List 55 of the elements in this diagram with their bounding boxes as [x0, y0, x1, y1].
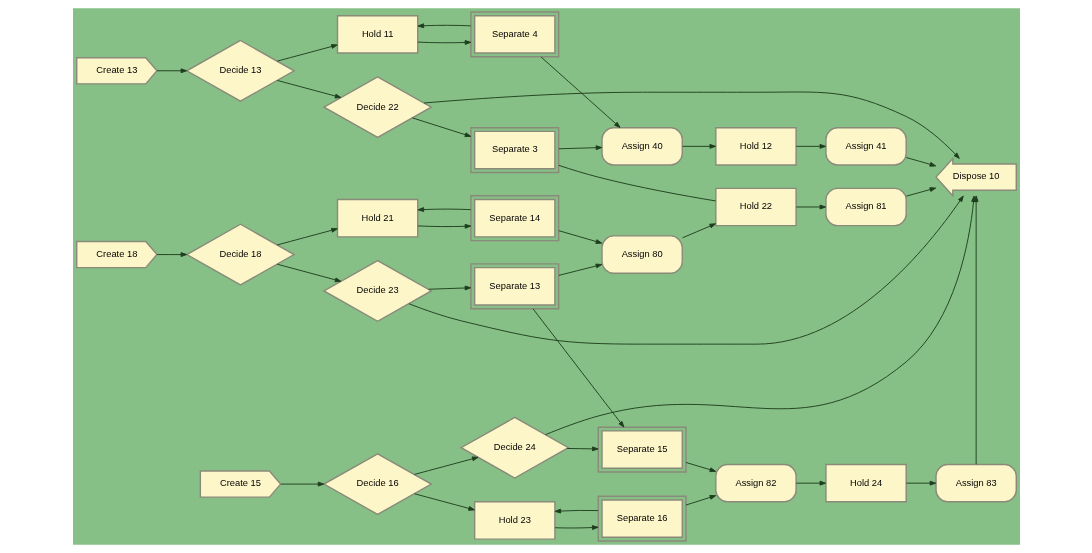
node-box: Hold 22 [714, 187, 797, 227]
arrow [905, 480, 936, 486]
arrow [795, 480, 826, 486]
node-diamond: Decide 18 [184, 223, 296, 286]
arrow [427, 285, 471, 291]
node-box: Hold 11 [336, 15, 418, 54]
connector [557, 164, 716, 202]
arrow [685, 495, 716, 506]
arrow [685, 462, 716, 473]
node-box: Assign 81 [824, 187, 907, 227]
node-diamond: Decide 22 [322, 76, 433, 139]
node-box: Hold 23 [473, 501, 556, 540]
arrow [413, 456, 478, 475]
arrow [557, 263, 602, 276]
node-box: Hold 24 [824, 463, 907, 503]
arrow [554, 508, 599, 514]
arrow [276, 44, 338, 62]
arrow [566, 446, 599, 452]
arrow [905, 157, 936, 167]
node-box: Assign 83 [934, 463, 1017, 503]
node-diamond: Decide 13 [184, 39, 296, 102]
arrow [540, 56, 620, 128]
node-box: Assign 41 [824, 127, 907, 166]
arrow [413, 493, 475, 511]
arrow [423, 91, 960, 159]
arrow [905, 187, 936, 197]
node-diamond: Decide 24 [459, 416, 570, 479]
arrow [681, 223, 716, 239]
arrow [276, 79, 341, 99]
node-box: Assign 82 [714, 463, 797, 503]
node-diamond: Decide 16 [322, 452, 433, 516]
arrow [417, 23, 471, 29]
arrow [408, 195, 964, 345]
arrow [276, 227, 338, 246]
node-box: Hold 21 [336, 198, 418, 238]
node-box: Assign 40 [600, 127, 683, 166]
arrow [156, 68, 187, 74]
node-box: Hold 12 [714, 127, 797, 166]
arrow [532, 308, 624, 428]
arrow [795, 204, 826, 210]
arrow [557, 230, 602, 244]
arrow [554, 525, 599, 530]
node-box: Assign 80 [600, 235, 683, 274]
arrow [279, 481, 324, 487]
arrow [973, 195, 979, 465]
arrow [417, 223, 471, 229]
arrow [417, 207, 471, 212]
arrow [681, 143, 716, 149]
arrow [156, 252, 187, 257]
arrow [276, 263, 341, 283]
arrow [411, 117, 471, 138]
arrow [795, 143, 826, 149]
node-diamond: Decide 23 [322, 259, 433, 323]
arrow [417, 40, 471, 45]
arrow [557, 145, 602, 151]
